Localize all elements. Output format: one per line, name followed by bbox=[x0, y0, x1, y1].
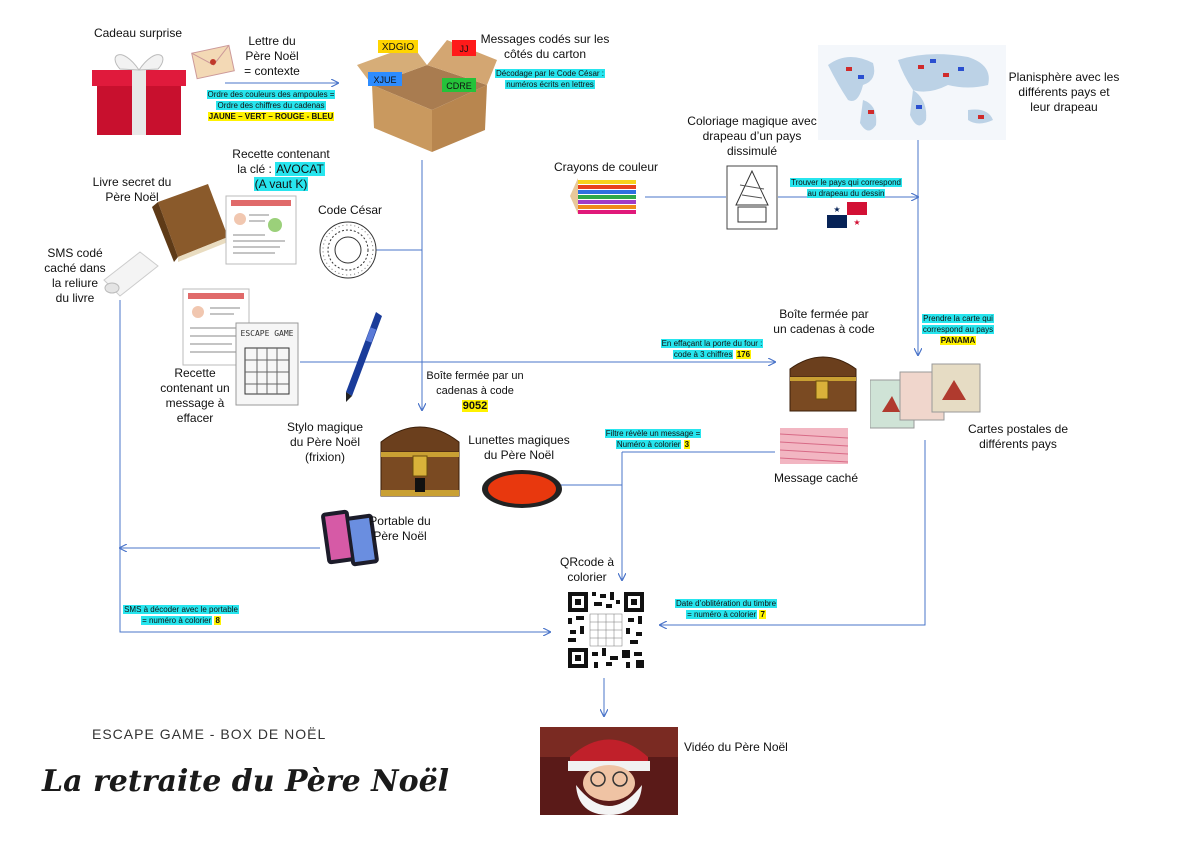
red-filter-lens-icon bbox=[482, 470, 562, 508]
note-sms: SMS à décoder avec le portable = numéro … bbox=[123, 605, 239, 625]
svg-text:★: ★ bbox=[853, 218, 860, 227]
label-cadeau: Cadeau surprise bbox=[93, 26, 183, 40]
svg-text:ESCAPE GAME: ESCAPE GAME bbox=[241, 329, 294, 338]
sms-scroll-icon bbox=[103, 251, 159, 297]
svg-text:XDGIO: XDGIO bbox=[382, 42, 414, 53]
page-subtitle: ESCAPE GAME - BOX DE NOËL bbox=[92, 726, 327, 742]
magic-pen-icon bbox=[346, 312, 382, 402]
santa-video-thumbnail bbox=[540, 727, 678, 815]
note-prendre: Prendre la carte qui correspond au pays … bbox=[921, 314, 995, 345]
page-title: La retraite du Père Noël bbox=[42, 764, 450, 799]
oven-drawing-icon: ESCAPE GAME bbox=[235, 322, 299, 406]
arrow-sms-qr bbox=[119, 300, 550, 632]
coloring-page-icon bbox=[726, 165, 778, 230]
note-filtre: Filtre révèle un message = Numéro à colo… bbox=[604, 429, 702, 449]
postcards-icon bbox=[870, 363, 981, 429]
label-crayons: Crayons de couleur bbox=[553, 160, 659, 174]
label-boite-9052: Boîte fermée par un cadenas à code 9052 bbox=[426, 370, 524, 412]
svg-text:CDRE: CDRE bbox=[446, 81, 472, 91]
note-timbre: Date d’oblitération du timbre = numéro à… bbox=[674, 599, 778, 619]
treasure-chest-9052-icon bbox=[380, 426, 460, 497]
svg-text:XJUE: XJUE bbox=[373, 75, 396, 85]
label-code-cesar: Code César bbox=[317, 203, 383, 217]
note-decodage: Décodage par le Code César : numéros écr… bbox=[494, 69, 606, 89]
label-recette-cle: Recette contenant la clé : AVOCAT (A vau… bbox=[232, 147, 330, 191]
secret-book-icon bbox=[152, 184, 228, 262]
letter-icon bbox=[191, 44, 235, 80]
smartphone-icon bbox=[321, 509, 379, 567]
svg-text:★: ★ bbox=[833, 205, 840, 214]
cardboard-box-icon: XDGIO JJ XJUE CDRE bbox=[357, 40, 497, 152]
note-ampoules: Ordre des couleurs des ampoules = Ordre … bbox=[206, 90, 336, 121]
hidden-message-card-icon bbox=[780, 428, 848, 464]
arrow-cartes-qr bbox=[660, 440, 926, 625]
crayons-icon bbox=[570, 178, 636, 214]
gift-icon bbox=[92, 54, 186, 135]
caesar-wheel-icon bbox=[319, 221, 377, 279]
panama-flag-icon: ★ ★ bbox=[827, 202, 867, 228]
world-map-icon bbox=[818, 45, 1006, 140]
svg-text:JJ: JJ bbox=[460, 44, 469, 54]
recipe-card-icon bbox=[225, 195, 297, 265]
note-trouver: Trouver le pays qui correspond au drapea… bbox=[790, 178, 902, 198]
label-video: Vidéo du Père Noël bbox=[684, 740, 788, 754]
label-message-cache: Message caché bbox=[773, 471, 859, 485]
note-effacant: En effaçant la porte du four : code à 3 … bbox=[660, 339, 764, 359]
qrcode-icon bbox=[566, 590, 646, 670]
treasure-chest-176-icon bbox=[789, 356, 857, 412]
